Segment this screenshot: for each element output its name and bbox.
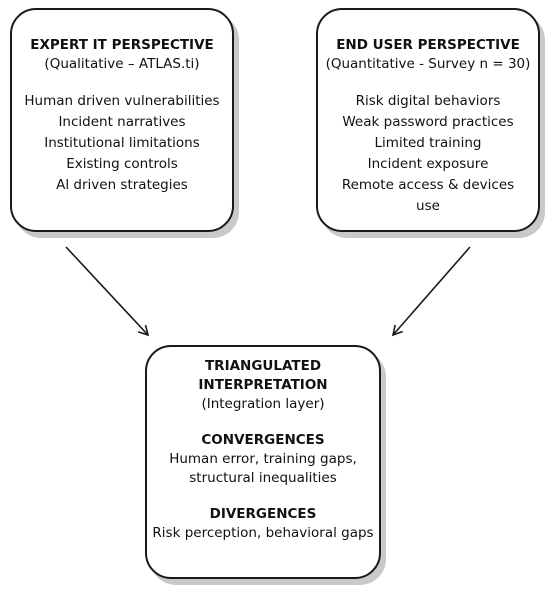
- user-title: END USER PERSPECTIVE: [336, 37, 520, 53]
- arrow-user-to-triangulated: [391, 246, 471, 337]
- list-item: Institutional limitations: [44, 135, 200, 151]
- expert-title: EXPERT IT PERSPECTIVE: [30, 37, 214, 53]
- user-list: Risk digital behaviors Weak password pra…: [318, 91, 538, 217]
- convergences-text-line2: structural inequalities: [189, 470, 337, 486]
- arrow-expert-to-triangulated: [65, 246, 150, 337]
- list-item: Limited training: [374, 135, 482, 151]
- list-item: Remote access & devices: [341, 177, 515, 193]
- divergences-text-line1: Risk perception, behavioral gaps: [152, 525, 374, 541]
- list-item: Incident narratives: [58, 114, 186, 130]
- user-subtitle: (Quantitative - Survey n = 30): [325, 56, 531, 72]
- list-item: Incident exposure: [367, 156, 489, 172]
- end-user-perspective-box: END USER PERSPECTIVE (Quantitative - Sur…: [316, 8, 540, 232]
- expert-perspective-box: EXPERT IT PERSPECTIVE (Qualitative – ATL…: [10, 8, 234, 232]
- list-item: Human driven vulnerabilities: [24, 93, 220, 109]
- convergences-text-line1: Human error, training gaps,: [169, 451, 357, 467]
- list-item: Risk digital behaviors: [355, 93, 501, 109]
- list-item: use: [416, 198, 440, 214]
- list-item: Existing controls: [66, 156, 178, 172]
- triangulated-title-line2: INTERPRETATION: [198, 377, 328, 393]
- triangulated-subtitle: (Integration layer): [201, 396, 325, 412]
- list-item: Weak password practices: [342, 114, 514, 130]
- triangulated-title-line1: TRIANGULATED: [204, 358, 322, 374]
- list-item: Al driven strategies: [56, 177, 188, 193]
- triangulated-interpretation-box: TRIANGULATED INTERPRETATION (Integration…: [145, 345, 381, 579]
- convergences-heading: CONVERGENCES: [201, 432, 325, 448]
- expert-subtitle: (Qualitative – ATLAS.ti): [44, 56, 200, 72]
- expert-list: Human driven vulnerabilities Incident na…: [12, 91, 232, 196]
- divergences-heading: DIVERGENCES: [209, 506, 317, 522]
